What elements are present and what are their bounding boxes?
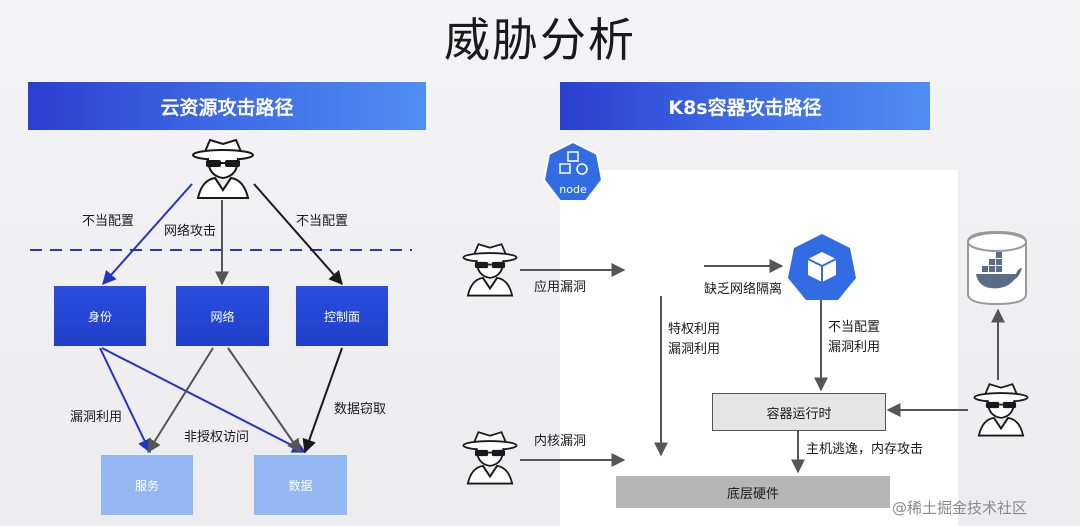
label-misconfig: 不当配置 (828, 320, 881, 335)
arrow-identity-service (99, 347, 151, 454)
arrow-control-data (302, 347, 343, 454)
label-priv-exploit: 特权利用 (668, 322, 721, 337)
label-kernel-vuln: 内核漏洞 (534, 434, 587, 449)
cloud-attack-header: 云资源攻击路径 (28, 82, 426, 130)
node-identity: 身份 (54, 286, 146, 346)
edge-label-misconfig-left: 不当配置 (82, 214, 135, 229)
label-app-vuln: 应用漏洞 (534, 280, 587, 295)
k8s-attack-header: K8s容器攻击路径 (560, 82, 930, 130)
docker-icon (967, 230, 1027, 306)
edge-label-vuln-exploit: 漏洞利用 (70, 410, 123, 425)
arrow-hacker-identity (102, 183, 193, 286)
hacker-icon (973, 383, 1029, 437)
label-no-isolation: 缺乏网络隔离 (704, 282, 783, 297)
k8s-node-label: node (559, 183, 587, 196)
hacker-icon (462, 431, 518, 485)
arrow-network-data (227, 347, 301, 454)
edge-label-data-theft: 数据窃取 (334, 402, 387, 417)
edge-label-network-attack: 网络攻击 (164, 224, 217, 239)
arrow-network-service (147, 347, 214, 454)
node-container-runtime: 容器运行时 (712, 393, 886, 431)
arrow-identity-data (101, 347, 307, 453)
edge-label-unauthorized: 非授权访问 (184, 430, 250, 445)
hacker-icon (192, 138, 254, 199)
label-host-escape: 主机逃逸，内存攻击 (806, 442, 924, 457)
k8s-pod-icon (788, 234, 856, 300)
watermark: @稀土掘金技术社区 (892, 499, 1028, 517)
node-data: 数据 (254, 455, 347, 515)
node-network: 网络 (176, 286, 269, 346)
hacker-icon (462, 243, 518, 297)
k8s-node-icon: node (542, 140, 604, 204)
page-title: 威胁分析 (444, 13, 636, 67)
label-vuln-exploit-2: 漏洞利用 (828, 340, 881, 355)
label-vuln-exploit: 漏洞利用 (668, 342, 721, 357)
k8s-panel-background (560, 170, 958, 526)
node-service: 服务 (101, 455, 193, 515)
edge-label-misconfig-right: 不当配置 (296, 214, 349, 229)
node-control-plane: 控制面 (296, 286, 388, 346)
node-underlying-hardware: 底层硬件 (616, 476, 890, 508)
arrow-hacker-control (253, 183, 343, 286)
